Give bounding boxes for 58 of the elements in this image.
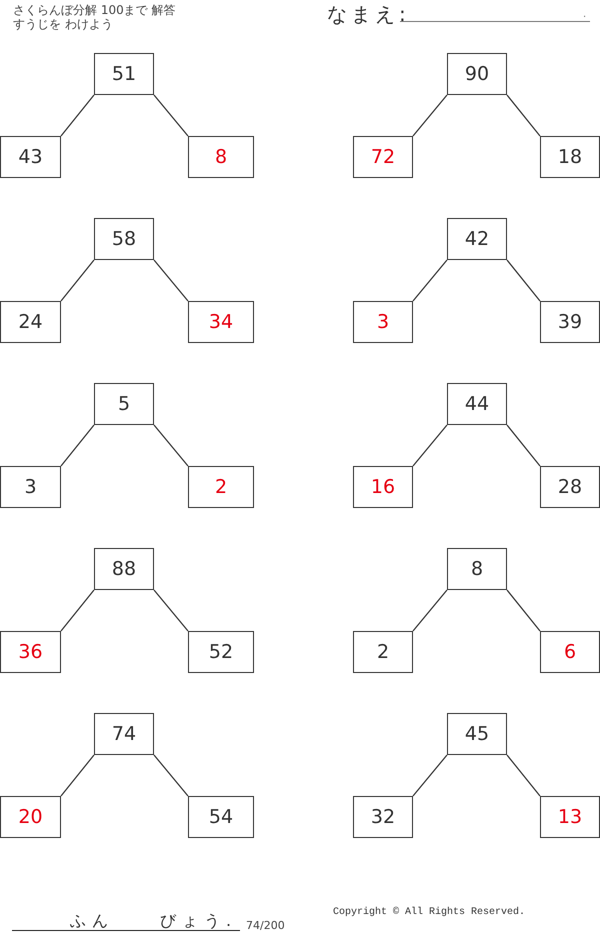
number-box: 34 (188, 301, 254, 343)
connector-line (412, 260, 448, 302)
number-box: 39 (540, 301, 600, 343)
number-box: 54 (188, 796, 254, 838)
number-box: 32 (353, 796, 413, 838)
number-box: 42 (447, 218, 507, 260)
number-box: 90 (447, 53, 507, 95)
connector-line (60, 754, 94, 796)
connector-line (154, 424, 188, 466)
number-box: 58 (94, 218, 154, 260)
page-number: 74/200 (246, 920, 285, 931)
number-box: 51 (94, 53, 154, 95)
connector-line (506, 754, 540, 796)
connector-line (154, 590, 188, 632)
connector-line (60, 260, 94, 302)
number-box: 72 (353, 136, 413, 178)
number-box: 2 (353, 631, 413, 673)
number-box: 44 (447, 383, 507, 425)
number-box: 24 (0, 301, 61, 343)
subtitle: すうじを わけよう (13, 18, 113, 30)
number-box: 8 (188, 136, 254, 178)
connector-line (412, 94, 448, 136)
number-box: 45 (447, 713, 507, 755)
unit-label: ふん (70, 913, 114, 929)
connector-line (60, 424, 94, 466)
number-box: 88 (94, 548, 154, 590)
connector-line (412, 590, 448, 632)
number-box: 18 (540, 136, 600, 178)
number-box: 36 (0, 631, 61, 673)
connector-line (506, 590, 540, 632)
number-box: 16 (353, 466, 413, 508)
number-box: 43 (0, 136, 61, 178)
number-box: 3 (353, 301, 413, 343)
number-box: 74 (94, 713, 154, 755)
copyright-notice: Copyright © All Rights Reserved. (333, 908, 526, 918)
number-box: 2 (188, 466, 254, 508)
connector-line (60, 94, 94, 136)
period: . (583, 10, 586, 20)
connector-line (412, 754, 448, 796)
number-box: 5 (94, 383, 154, 425)
connector-line (60, 590, 94, 632)
connector-line (506, 424, 540, 466)
title: さくらんぼ分解 100まで 解答 (13, 4, 176, 16)
connector-line (154, 260, 188, 302)
connector-line (506, 94, 540, 136)
number-box: 13 (540, 796, 600, 838)
connector-line (154, 754, 188, 796)
number-box: 6 (540, 631, 600, 673)
number-box: 52 (188, 631, 254, 673)
connector-line (154, 94, 188, 136)
unit-label: びょう. (160, 913, 238, 929)
number-box: 3 (0, 466, 61, 508)
number-box: 28 (540, 466, 600, 508)
name-label: なまえ: (327, 4, 410, 24)
number-box: 20 (0, 796, 61, 838)
connector-line (506, 260, 540, 302)
connector-line (412, 424, 448, 466)
number-box: 8 (447, 548, 507, 590)
